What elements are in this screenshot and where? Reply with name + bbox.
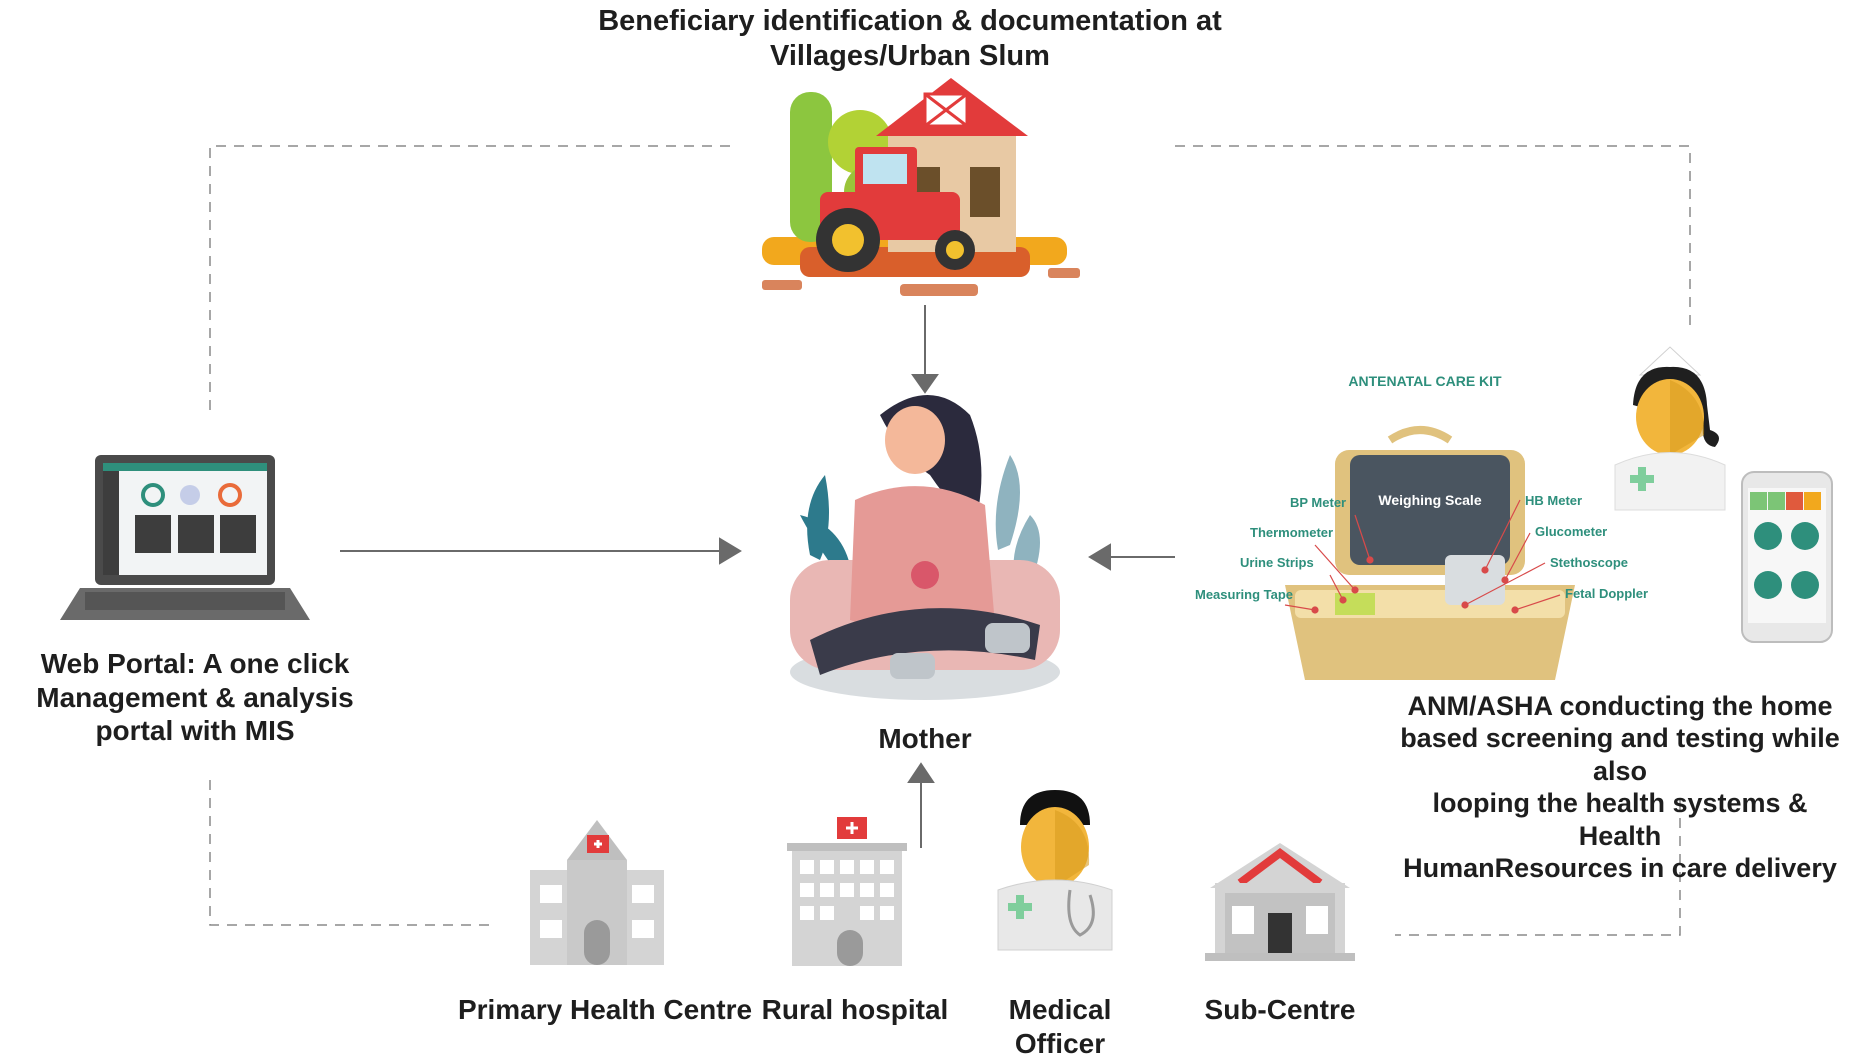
kit-item-glucometer: Glucometer — [1535, 524, 1607, 539]
anm-line-1: ANM/ASHA conducting the home — [1407, 691, 1833, 721]
nurse-cross-icon — [1630, 467, 1654, 491]
scale-label: Weighing Scale — [1378, 492, 1481, 508]
title-line-2: Villages/Urban Slum — [770, 39, 1050, 72]
web-portal-label: Web Portal: A one click Management & ana… — [30, 647, 360, 748]
kit-item-hb-meter: HB Meter — [1525, 493, 1582, 508]
kit-title: ANTENATAL CARE KIT — [1348, 373, 1502, 389]
kit-item-urine-strips: Urine Strips — [1240, 555, 1314, 570]
anm-line-4: HumanResources in care delivery — [1403, 852, 1837, 883]
medical-cross-icon — [1008, 895, 1032, 919]
nurse-avatar — [1614, 346, 1726, 511]
belly-heart — [911, 561, 939, 589]
plant-left-leaves — [800, 475, 850, 570]
dashed-loop-bottom-right — [1395, 800, 1681, 936]
kit-item-fetal-doppler: Fetal Doppler — [1565, 586, 1648, 601]
arrowhead-right — [719, 537, 742, 565]
medical-officer-icon — [997, 790, 1113, 951]
rural-hospital-label: Rural hospital — [761, 994, 949, 1025]
weighing-scale — [1350, 455, 1510, 565]
title: Beneficiary identification & documentati… — [560, 4, 1260, 74]
dashed-loop-top-right — [1175, 145, 1691, 330]
mother-body — [850, 486, 995, 634]
web-portal-line-1: Web Portal: A one click — [40, 648, 350, 679]
arrowhead-left — [1088, 543, 1111, 571]
sub-centre-label: Sub-Centre — [1204, 994, 1356, 1025]
nurse-body — [1614, 452, 1726, 511]
arrowhead-up — [907, 762, 935, 783]
dashed-loop-top-left — [209, 145, 730, 415]
web-portal-line-2: Management & analysis — [36, 681, 354, 713]
rural-hospital-icon — [787, 817, 907, 966]
kit-handle — [1387, 426, 1453, 444]
mother-face — [885, 406, 945, 474]
mother-legs — [810, 608, 1040, 675]
primary-health-centre-icon — [530, 820, 664, 965]
mother-illustration — [790, 395, 1060, 700]
arrowhead-down — [911, 374, 939, 394]
kit-item-thermometer: Thermometer — [1250, 525, 1333, 540]
kit-item-stethoscope: Stethoscope — [1550, 555, 1628, 570]
mobile-phone — [1741, 471, 1833, 643]
phone-screen — [1748, 488, 1826, 623]
kit-item-bp-meter: BP Meter — [1290, 495, 1346, 510]
laptop-illustration — [60, 455, 310, 620]
web-portal-line-3: portal with MIS — [95, 715, 295, 747]
antenatal-care-kit: ANTENATAL CARE KIT Weighing Scale BP Met… — [1195, 373, 1648, 680]
anm-line-3: looping the health systems & Health — [1432, 788, 1808, 851]
medical-officer-label: Medical Officer — [1008, 994, 1112, 1059]
plant-right-leaves — [995, 455, 1040, 590]
sub-centre-icon — [1205, 843, 1355, 961]
dashed-loop-bottom-left — [209, 780, 495, 926]
primary-health-centre-label: Primary Health Centre — [457, 994, 753, 1025]
anm-label: ANM/ASHA conducting the home based scree… — [1395, 690, 1845, 884]
anm-line-2: based screening and testing while also — [1400, 723, 1840, 786]
title-line-1: Beneficiary identification & documentati… — [598, 5, 1222, 37]
village-illustration — [762, 78, 1080, 296]
mother-label: Mother — [878, 723, 972, 754]
kit-item-measuring-tape: Measuring Tape — [1195, 587, 1293, 602]
